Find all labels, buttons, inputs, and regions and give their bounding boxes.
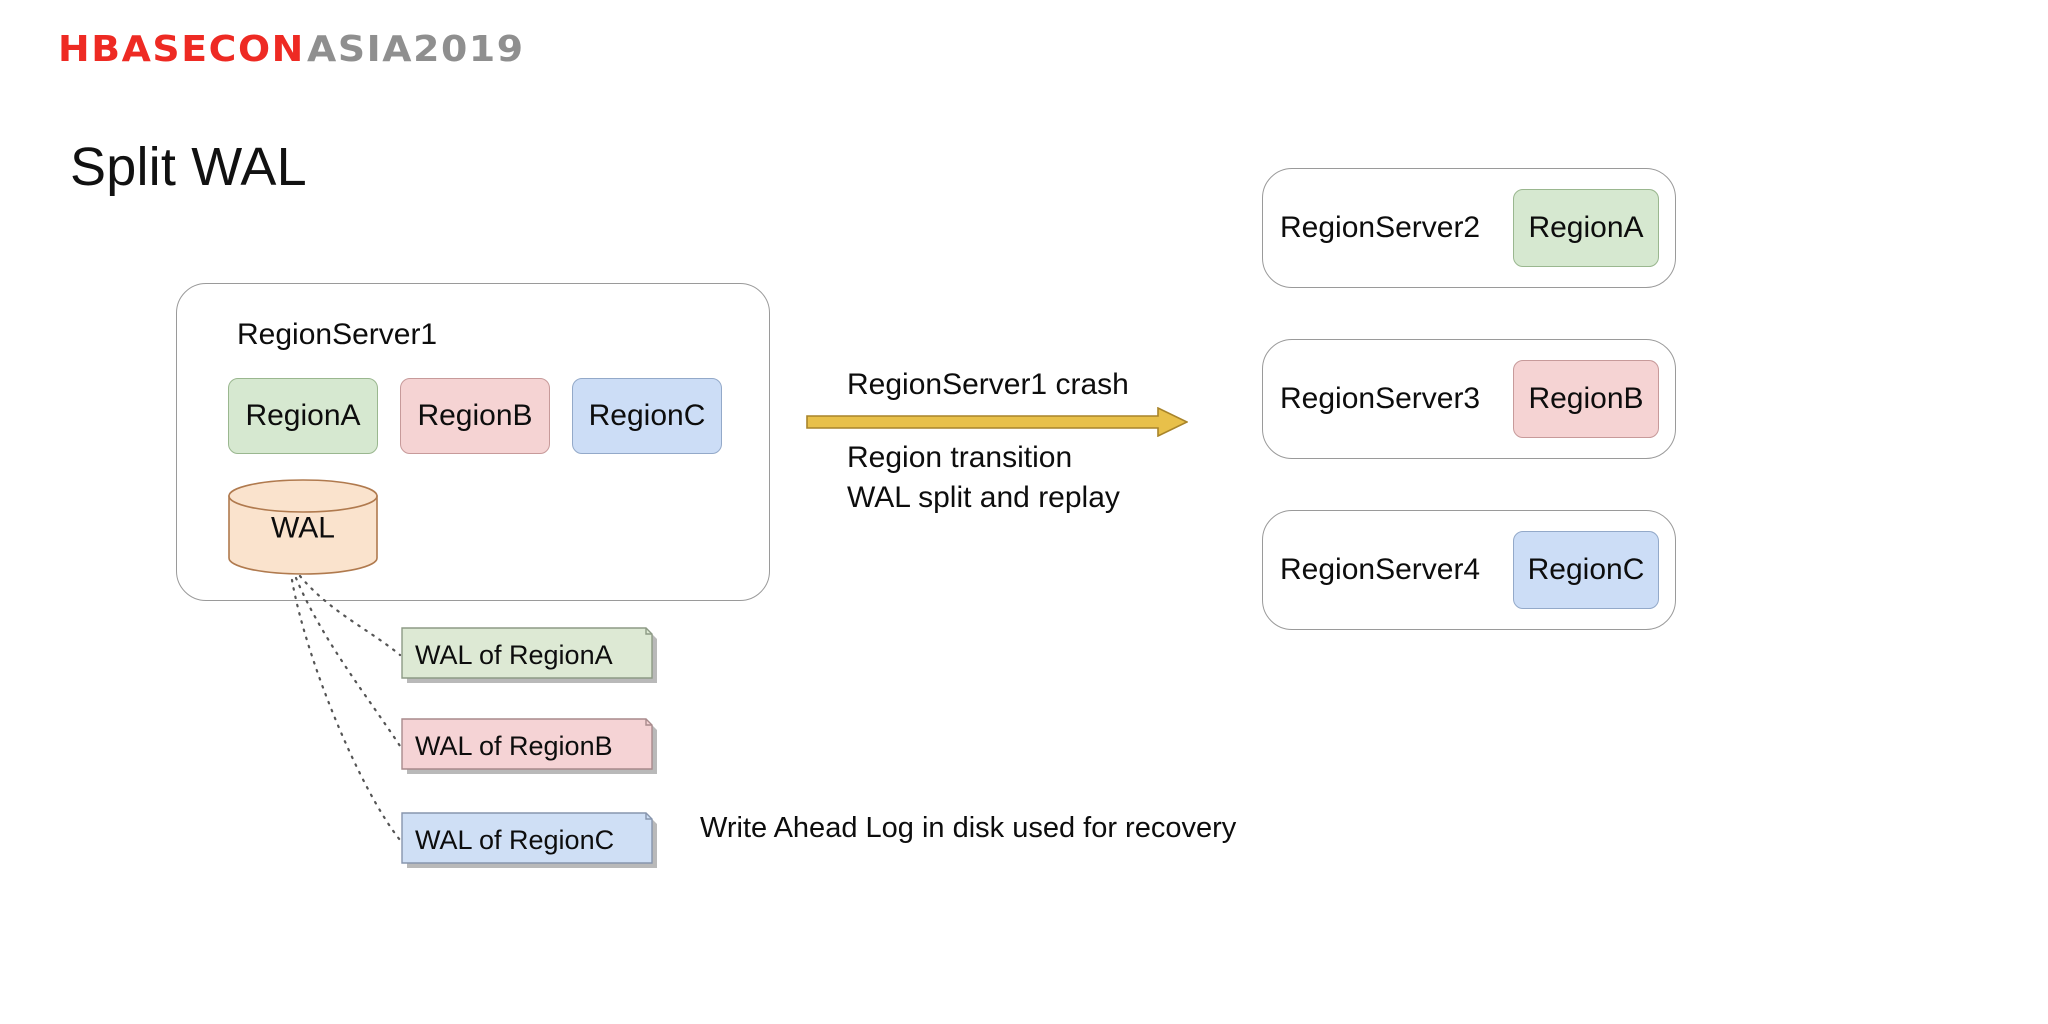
connector-to-wal-b [294, 576, 402, 748]
note-shape-icon [401, 812, 657, 868]
regionserver1-label: RegionServer1 [237, 318, 438, 351]
brand-secondary-text: ASIA2019 [307, 29, 525, 70]
regionserver2-label: RegionServer2 [1280, 211, 1481, 244]
region-box-regionb-target[interactable]: RegionB [1513, 360, 1659, 438]
wal-note-regiona-label: WAL of RegionA [415, 639, 613, 670]
region-box-regionc-source[interactable]: RegionC [572, 378, 722, 454]
arrow-right-icon [806, 406, 1189, 438]
note-shape-icon [401, 718, 657, 774]
region-box-regionc-target[interactable]: RegionC [1513, 531, 1659, 609]
wal-note-regiona[interactable]: WAL of RegionA [401, 627, 663, 689]
brand-primary-text: HBASECON [58, 29, 305, 70]
region-box-regionb-source[interactable]: RegionB [400, 378, 550, 454]
regionserver3-label: RegionServer3 [1280, 382, 1481, 415]
wal-note-regionb-label: WAL of RegionB [415, 730, 613, 761]
note-shape-icon [401, 627, 657, 683]
brand-logo: HBASECON ASIA2019 [58, 29, 523, 76]
wal-note-regionc-label: WAL of RegionC [415, 824, 615, 855]
region-box-regiona-target[interactable]: RegionA [1513, 189, 1659, 267]
connector-to-wal-c [290, 578, 402, 842]
transition-arrow [806, 406, 1189, 442]
wal-cylinder-shape [228, 479, 378, 575]
wal-caption-text: Write Ahead Log in disk used for recover… [700, 812, 1237, 844]
transition-bottom-text: Region transition WAL split and replay [847, 441, 1120, 514]
wal-cylinder[interactable]: WAL [228, 479, 378, 575]
regionserver4-label: RegionServer4 [1280, 553, 1481, 586]
page-title: Split WAL [70, 137, 307, 197]
transition-top-text: RegionServer1 crash [847, 368, 1129, 401]
region-box-regiona-source[interactable]: RegionA [228, 378, 378, 454]
wal-note-regionb[interactable]: WAL of RegionB [401, 718, 663, 780]
wal-note-regionc[interactable]: WAL of RegionC [401, 812, 663, 874]
